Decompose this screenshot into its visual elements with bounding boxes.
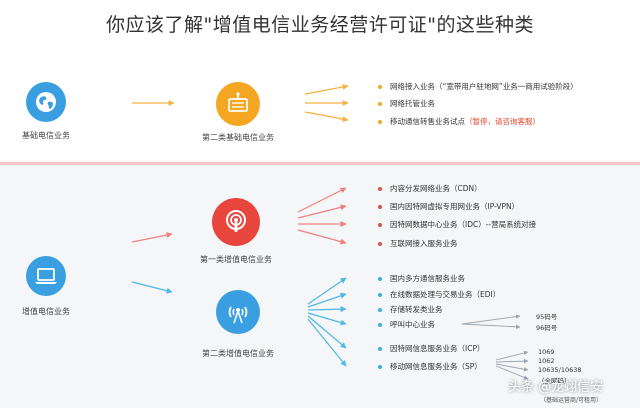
- item-text: 因特网数据中心业务（IDC）--营局系统对接: [390, 220, 537, 229]
- call-code: 95码号: [536, 313, 558, 321]
- list-item: 网络接入业务（“宽带用户驻地网”业务一商用试验阶段）: [378, 81, 578, 92]
- bullet-dot: [378, 276, 382, 281]
- item-text: 在线数据处理与交易业务（EDI）: [390, 290, 501, 299]
- network-device-icon: [228, 92, 248, 112]
- arrow-second-item-1: [307, 277, 347, 305]
- call-code: 96码号: [536, 324, 558, 332]
- antenna-icon: [228, 306, 248, 324]
- item-text: 呼叫中心业务: [390, 320, 435, 329]
- value-added-label: 增值电信业务: [22, 307, 70, 316]
- arrow-sp-1062: [495, 358, 529, 364]
- sp-code: （全网码）: [538, 377, 571, 385]
- bullet-dot: [378, 346, 382, 351]
- arrow-first-item-1: [297, 187, 347, 213]
- page-title: 你应该了解"增值电信业务经营许可证"的这些种类: [106, 14, 534, 36]
- sp-code: 1062: [538, 357, 555, 365]
- item-text: 互联网接入服务业务: [390, 239, 458, 248]
- arrow-sp-10635: [495, 363, 529, 372]
- second-class-node: [216, 290, 260, 334]
- arrow-va-to-first: [131, 232, 173, 243]
- item-text: 国内因特网虚拟专用网业务（IP-VPN）: [390, 202, 520, 211]
- arrow-sp-full: [495, 365, 529, 380]
- list-item: 在线数据处理与交易业务（EDI）: [378, 289, 500, 300]
- item-text: 因特网信息服务业务（ICP）: [390, 344, 485, 353]
- arrow-second-item-4: [307, 312, 347, 326]
- list-item: 网络托管业务: [378, 98, 435, 109]
- list-item: 因特网信息服务业务（ICP）: [378, 343, 484, 354]
- item-text: 移动通信转售业务试点: [390, 117, 465, 126]
- arrow-call-96: [461, 323, 521, 330]
- bullet-dot: [378, 119, 382, 124]
- arrow-first-item-4: [297, 229, 347, 245]
- list-item: 国内因特网虚拟专用网业务（IP-VPN）: [378, 201, 519, 212]
- globe-icon: [36, 92, 56, 112]
- basic-telecom-label: 基础电信业务: [22, 131, 70, 140]
- arrow-sp-1069: [495, 350, 529, 361]
- list-item: 国内多方通信服务业务: [378, 273, 465, 284]
- bullet-dot: [378, 101, 382, 106]
- arrow-second-item-2: [307, 292, 347, 308]
- sp-code: 10635/10638: [538, 366, 582, 374]
- bullet-dot: [378, 322, 382, 327]
- bullet-dot: [378, 222, 382, 227]
- arrow-second-item-6: [307, 318, 347, 367]
- item-highlight: （暂停，请咨询客服）: [465, 117, 540, 126]
- item-text: 网络接入业务（“宽带用户驻地网”业务一商用试验阶段）: [390, 82, 578, 91]
- bullet-dot: [378, 307, 382, 312]
- value-added-node: [26, 256, 66, 296]
- basic-telecom-node: [26, 82, 66, 122]
- first-class-node: [212, 198, 260, 246]
- list-item: 因特网数据中心业务（IDC）--营局系统对接: [378, 219, 536, 230]
- item-text: 内容分发网络业务（CDN）: [390, 184, 482, 193]
- bullet-dot: [378, 204, 382, 209]
- arrow-call-95: [461, 314, 521, 325]
- arrow-second-item-5: [307, 315, 347, 349]
- second-basic-node: [216, 82, 260, 126]
- second-basic-label: 第二类基础电信业务: [202, 133, 274, 142]
- list-item: 存储转发类业务: [378, 304, 443, 315]
- list-item: 移动网信息服务业务（SP）: [378, 361, 482, 372]
- item-text: 存储转发类业务: [390, 305, 443, 314]
- list-item: 内容分发网络业务（CDN）: [378, 183, 482, 194]
- arrow-top-item-1: [304, 84, 349, 95]
- sp-code: 1069: [538, 348, 555, 356]
- arrow-top-item-3: [304, 111, 349, 122]
- first-class-label: 第一类增值电信业务: [200, 255, 272, 264]
- sp-code-note: （基础运营商/可租用）: [540, 397, 603, 404]
- item-text: 国内多方通信服务业务: [390, 274, 465, 283]
- item-text: 网络托管业务: [390, 99, 435, 108]
- bullet-dot: [378, 292, 382, 297]
- arrow-va-to-second: [131, 281, 173, 294]
- arrow-second-item-3: [307, 306, 347, 313]
- laptop-icon: [35, 268, 57, 284]
- bullet-dot: [378, 186, 382, 191]
- list-item: 互联网接入服务业务: [378, 238, 458, 249]
- top-section: [0, 48, 640, 160]
- bottom-section: [0, 165, 640, 408]
- list-item: 呼叫中心业务: [378, 319, 435, 330]
- section-divider: [0, 162, 640, 165]
- watermark: 头条 @龙翊信安: [508, 380, 604, 395]
- list-item: 移动通信转售业务试点 （暂停，请咨询客服）: [378, 116, 540, 127]
- second-class-label: 第二类增值电信业务: [202, 349, 274, 358]
- broadcast-icon: [226, 210, 246, 232]
- bullet-dot: [378, 241, 382, 246]
- arrow-first-item-2: [297, 204, 347, 219]
- item-text: 移动网信息服务业务（SP）: [390, 362, 482, 371]
- bullet-dot: [378, 364, 382, 369]
- bullet-dot: [378, 84, 382, 89]
